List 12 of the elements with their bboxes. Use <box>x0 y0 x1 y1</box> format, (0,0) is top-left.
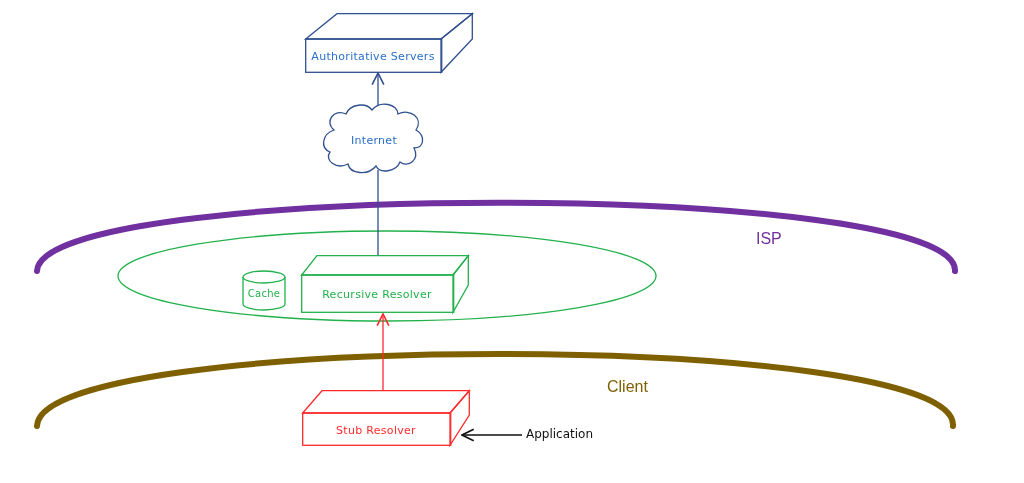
arrow <box>371 72 385 106</box>
arrow <box>461 428 523 442</box>
node-label: Recursive Resolver <box>321 287 433 301</box>
node-label: Cache <box>246 287 282 298</box>
node-label: Application <box>526 427 594 441</box>
zone-label: Client <box>607 378 648 396</box>
node-label: Stub Resolver <box>335 423 417 436</box>
node-label: Internet <box>349 133 399 147</box>
arrow <box>376 313 390 391</box>
ellipse-outline <box>117 230 657 322</box>
zone-label: ISP <box>756 230 782 248</box>
node-label: Authoritative Servers <box>310 49 436 63</box>
